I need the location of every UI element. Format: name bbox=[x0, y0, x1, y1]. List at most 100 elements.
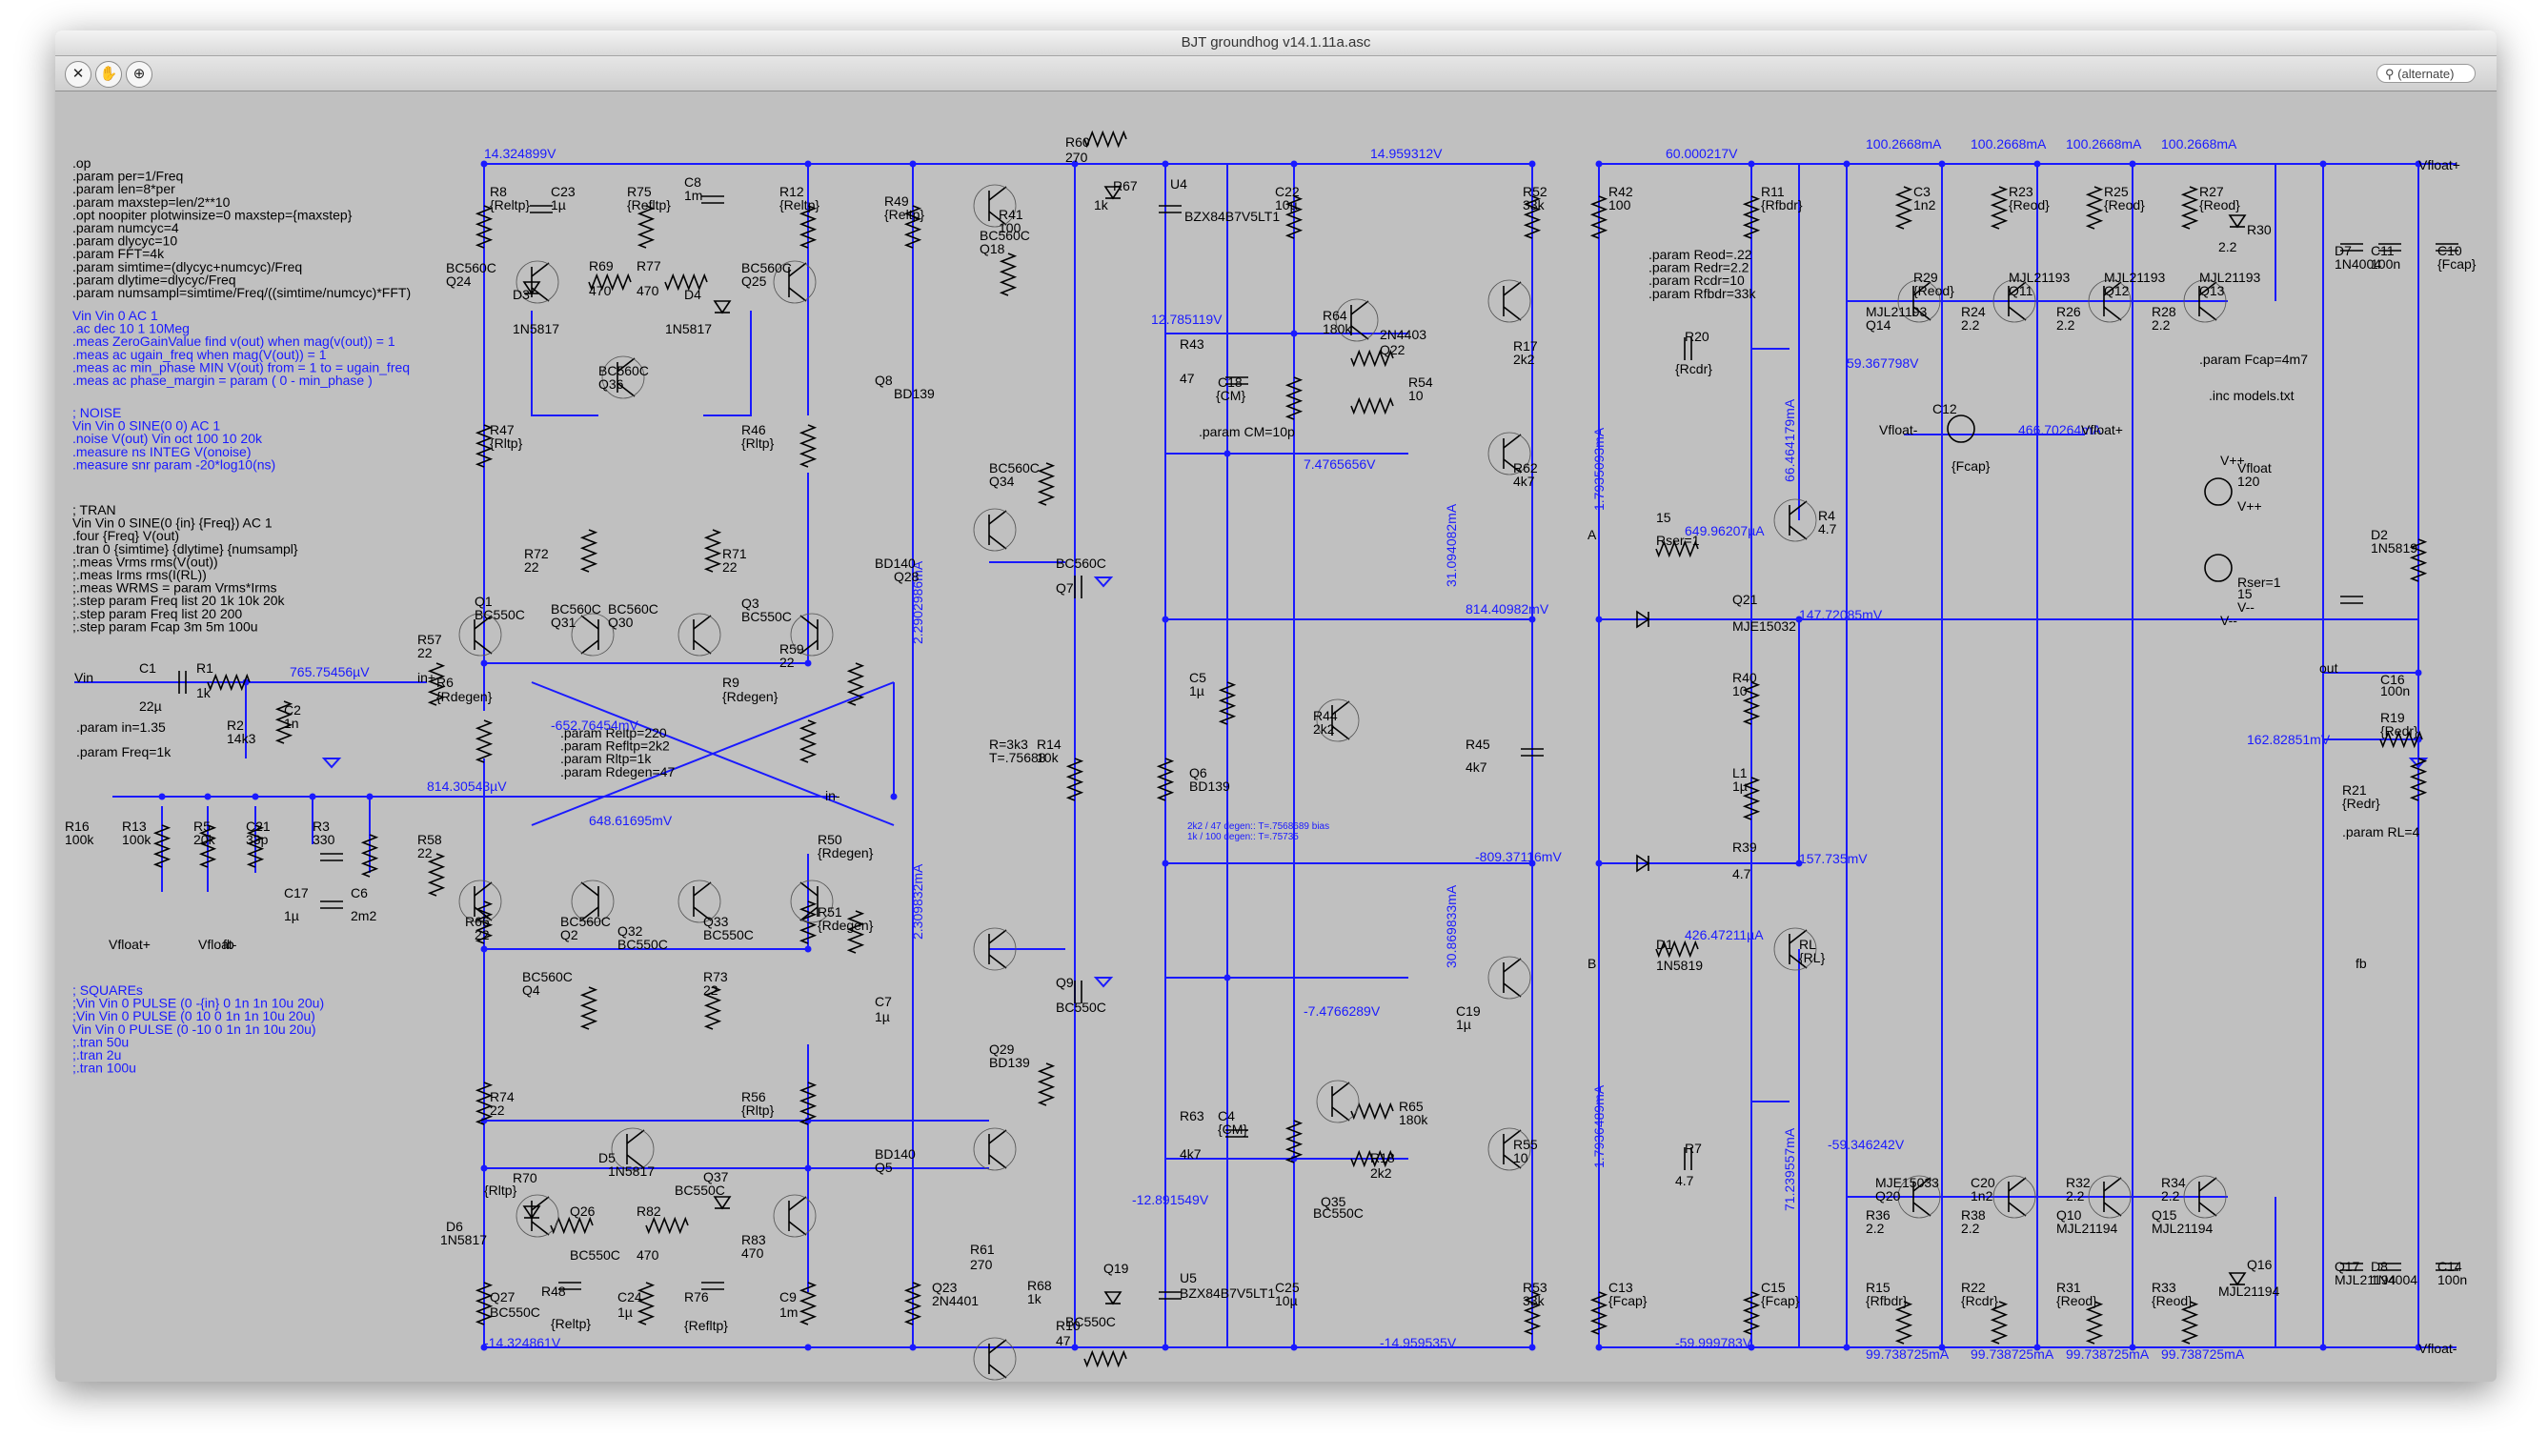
component-label: BC560C bbox=[598, 363, 649, 378]
component-label: 1k bbox=[1094, 197, 1109, 212]
component-label: 470 bbox=[589, 283, 612, 298]
spice-directive: .param simtime=(dlycyc+numcyc)/Freq bbox=[72, 259, 302, 274]
spice-ac-directive: .ac dec 10 1 10Meg bbox=[72, 321, 190, 336]
transistor-collector bbox=[788, 1196, 807, 1211]
junction-dot bbox=[204, 793, 212, 800]
bias-note: 2k2 / 47 degen:: T=.7568689 bias bbox=[1187, 821, 1329, 832]
param-directive: .param Reltp=220 bbox=[560, 725, 667, 740]
net-voltage-label: -12.891549V bbox=[1132, 1192, 1209, 1207]
component-label: 4k7 bbox=[1180, 1146, 1202, 1162]
resistor-symbol bbox=[1523, 1291, 1542, 1335]
component-label: {RL} bbox=[1799, 950, 1826, 965]
spice-directive: .param numcyc=4 bbox=[72, 220, 179, 235]
component-label: 1N5817 bbox=[440, 1232, 487, 1247]
hand-icon[interactable]: ✋ bbox=[95, 61, 122, 88]
param-directive: .param Rcdr=10 bbox=[1648, 273, 1745, 288]
net-voltage-label: 100.2668mA bbox=[2161, 136, 2237, 152]
transistor-emitter bbox=[1912, 1202, 1931, 1217]
component-label: R18 bbox=[1370, 1150, 1395, 1165]
transistor-outline bbox=[458, 613, 502, 657]
junction-dot bbox=[309, 793, 316, 800]
transistor-collector bbox=[988, 1129, 1007, 1144]
component-label: R22 bbox=[1961, 1280, 1986, 1295]
spice-directive: .op bbox=[72, 155, 91, 171]
component-label: BC550C bbox=[1056, 1000, 1106, 1015]
component-label: 1µ bbox=[284, 908, 299, 923]
resistor-symbol bbox=[1589, 195, 1608, 239]
component-label: R40 bbox=[1732, 670, 1757, 685]
component-label: C21 bbox=[246, 819, 271, 834]
transistor-collector bbox=[1503, 281, 1522, 296]
transistor-collector bbox=[2103, 1177, 2122, 1192]
component-label: MJL21194 bbox=[2056, 1221, 2118, 1236]
resistor-symbol bbox=[198, 824, 217, 868]
transistor-outline bbox=[790, 613, 834, 657]
app-window: BJT groundhog v14.1.11a.asc ✕ ✋ ⊕ ⚲ (alt… bbox=[55, 30, 2497, 1382]
component-label: Q30 bbox=[608, 615, 634, 630]
component-label: 1N5817 bbox=[665, 321, 712, 336]
close-icon[interactable]: ✕ bbox=[65, 61, 91, 88]
component-label: R54 bbox=[1408, 374, 1433, 390]
transistor-emitter bbox=[1331, 725, 1350, 740]
component-label: MJL21193 bbox=[1866, 304, 1928, 319]
component-label: BC550C bbox=[1313, 1205, 1364, 1221]
schematic-svg[interactable]: .op.param per=1/Freq.param len=8*per.par… bbox=[55, 91, 2497, 1382]
component-label: C6 bbox=[351, 885, 368, 900]
spice-ac-directive: .meas ac min_phase MIN V(out) from = 1 t… bbox=[72, 359, 410, 374]
component-label: 10µ bbox=[1275, 197, 1298, 212]
net-voltage-label: 147.72085mV bbox=[1799, 607, 1883, 622]
resistor-symbol bbox=[2379, 730, 2423, 749]
component-label: 4.7 bbox=[1818, 521, 1837, 536]
net-flag: out bbox=[2319, 660, 2338, 676]
component-label: 22 bbox=[417, 645, 433, 660]
schematic-canvas[interactable]: .op.param per=1/Freq.param len=8*per.par… bbox=[55, 91, 2497, 1382]
component-label: R7 bbox=[1685, 1141, 1702, 1156]
transistor-emitter bbox=[2008, 306, 2027, 321]
probe-icon[interactable]: ⊕ bbox=[126, 61, 152, 88]
transistor-collector bbox=[693, 615, 712, 630]
component-label: {Reod} bbox=[2152, 1293, 2193, 1308]
spice-tran-directive: ; TRAN bbox=[72, 502, 116, 517]
junction-dot bbox=[890, 793, 898, 800]
component-label: C5 bbox=[1189, 670, 1206, 685]
component-label: 2.2 bbox=[2218, 239, 2237, 254]
component-label: 2.2 bbox=[2066, 1188, 2085, 1203]
diode-symbol bbox=[1636, 610, 1650, 629]
component-label: R61 bbox=[970, 1242, 995, 1257]
transistor-emitter bbox=[2103, 1202, 2122, 1217]
resistor-symbol bbox=[2085, 1301, 2104, 1345]
component-label: R32 bbox=[2066, 1175, 2091, 1190]
junction-dot bbox=[804, 160, 812, 168]
resistor-symbol bbox=[1037, 1062, 1056, 1106]
component-label: {Rltp} bbox=[490, 435, 523, 451]
transistor-emitter bbox=[2198, 306, 2217, 321]
component-label: Q1 bbox=[475, 594, 493, 609]
component-label: {Rfbdr} bbox=[1866, 1293, 1908, 1308]
component-label: R47 bbox=[490, 422, 515, 437]
resistor-symbol bbox=[1990, 186, 2009, 230]
transistor-outline bbox=[2183, 279, 2227, 323]
component-label: R43 bbox=[1180, 336, 1204, 352]
component-label: Q18 bbox=[980, 241, 1005, 256]
component-label: {Redr} bbox=[2380, 723, 2418, 738]
net-voltage-label: -809.37116mV bbox=[1475, 849, 1562, 864]
component-label: Vfloat bbox=[2237, 460, 2272, 475]
transistor-outline bbox=[516, 1194, 559, 1238]
component-label: RL bbox=[1799, 937, 1816, 952]
component-label: R26 bbox=[2056, 304, 2081, 319]
transistor-collector bbox=[1331, 700, 1350, 716]
component-label: BC550C bbox=[675, 1183, 725, 1198]
component-label: BC550C bbox=[741, 609, 792, 624]
junction-dot bbox=[1162, 859, 1169, 867]
spice-pulse-directive: ;.tran 100u bbox=[72, 1061, 136, 1076]
transistor-emitter bbox=[988, 1154, 1007, 1169]
component-label: 2.2 bbox=[1866, 1221, 1885, 1236]
transistor-collector bbox=[1912, 1177, 1931, 1192]
resistor-symbol bbox=[1894, 186, 1913, 230]
transistor-emitter bbox=[580, 639, 599, 655]
search-input[interactable]: ⚲ (alternate) bbox=[2376, 64, 2476, 83]
component-label: R64 bbox=[1323, 308, 1347, 323]
component-label: C14 bbox=[2437, 1259, 2462, 1274]
component-label: MJL21193 bbox=[2009, 270, 2071, 285]
component-label: R30 bbox=[2247, 222, 2272, 237]
